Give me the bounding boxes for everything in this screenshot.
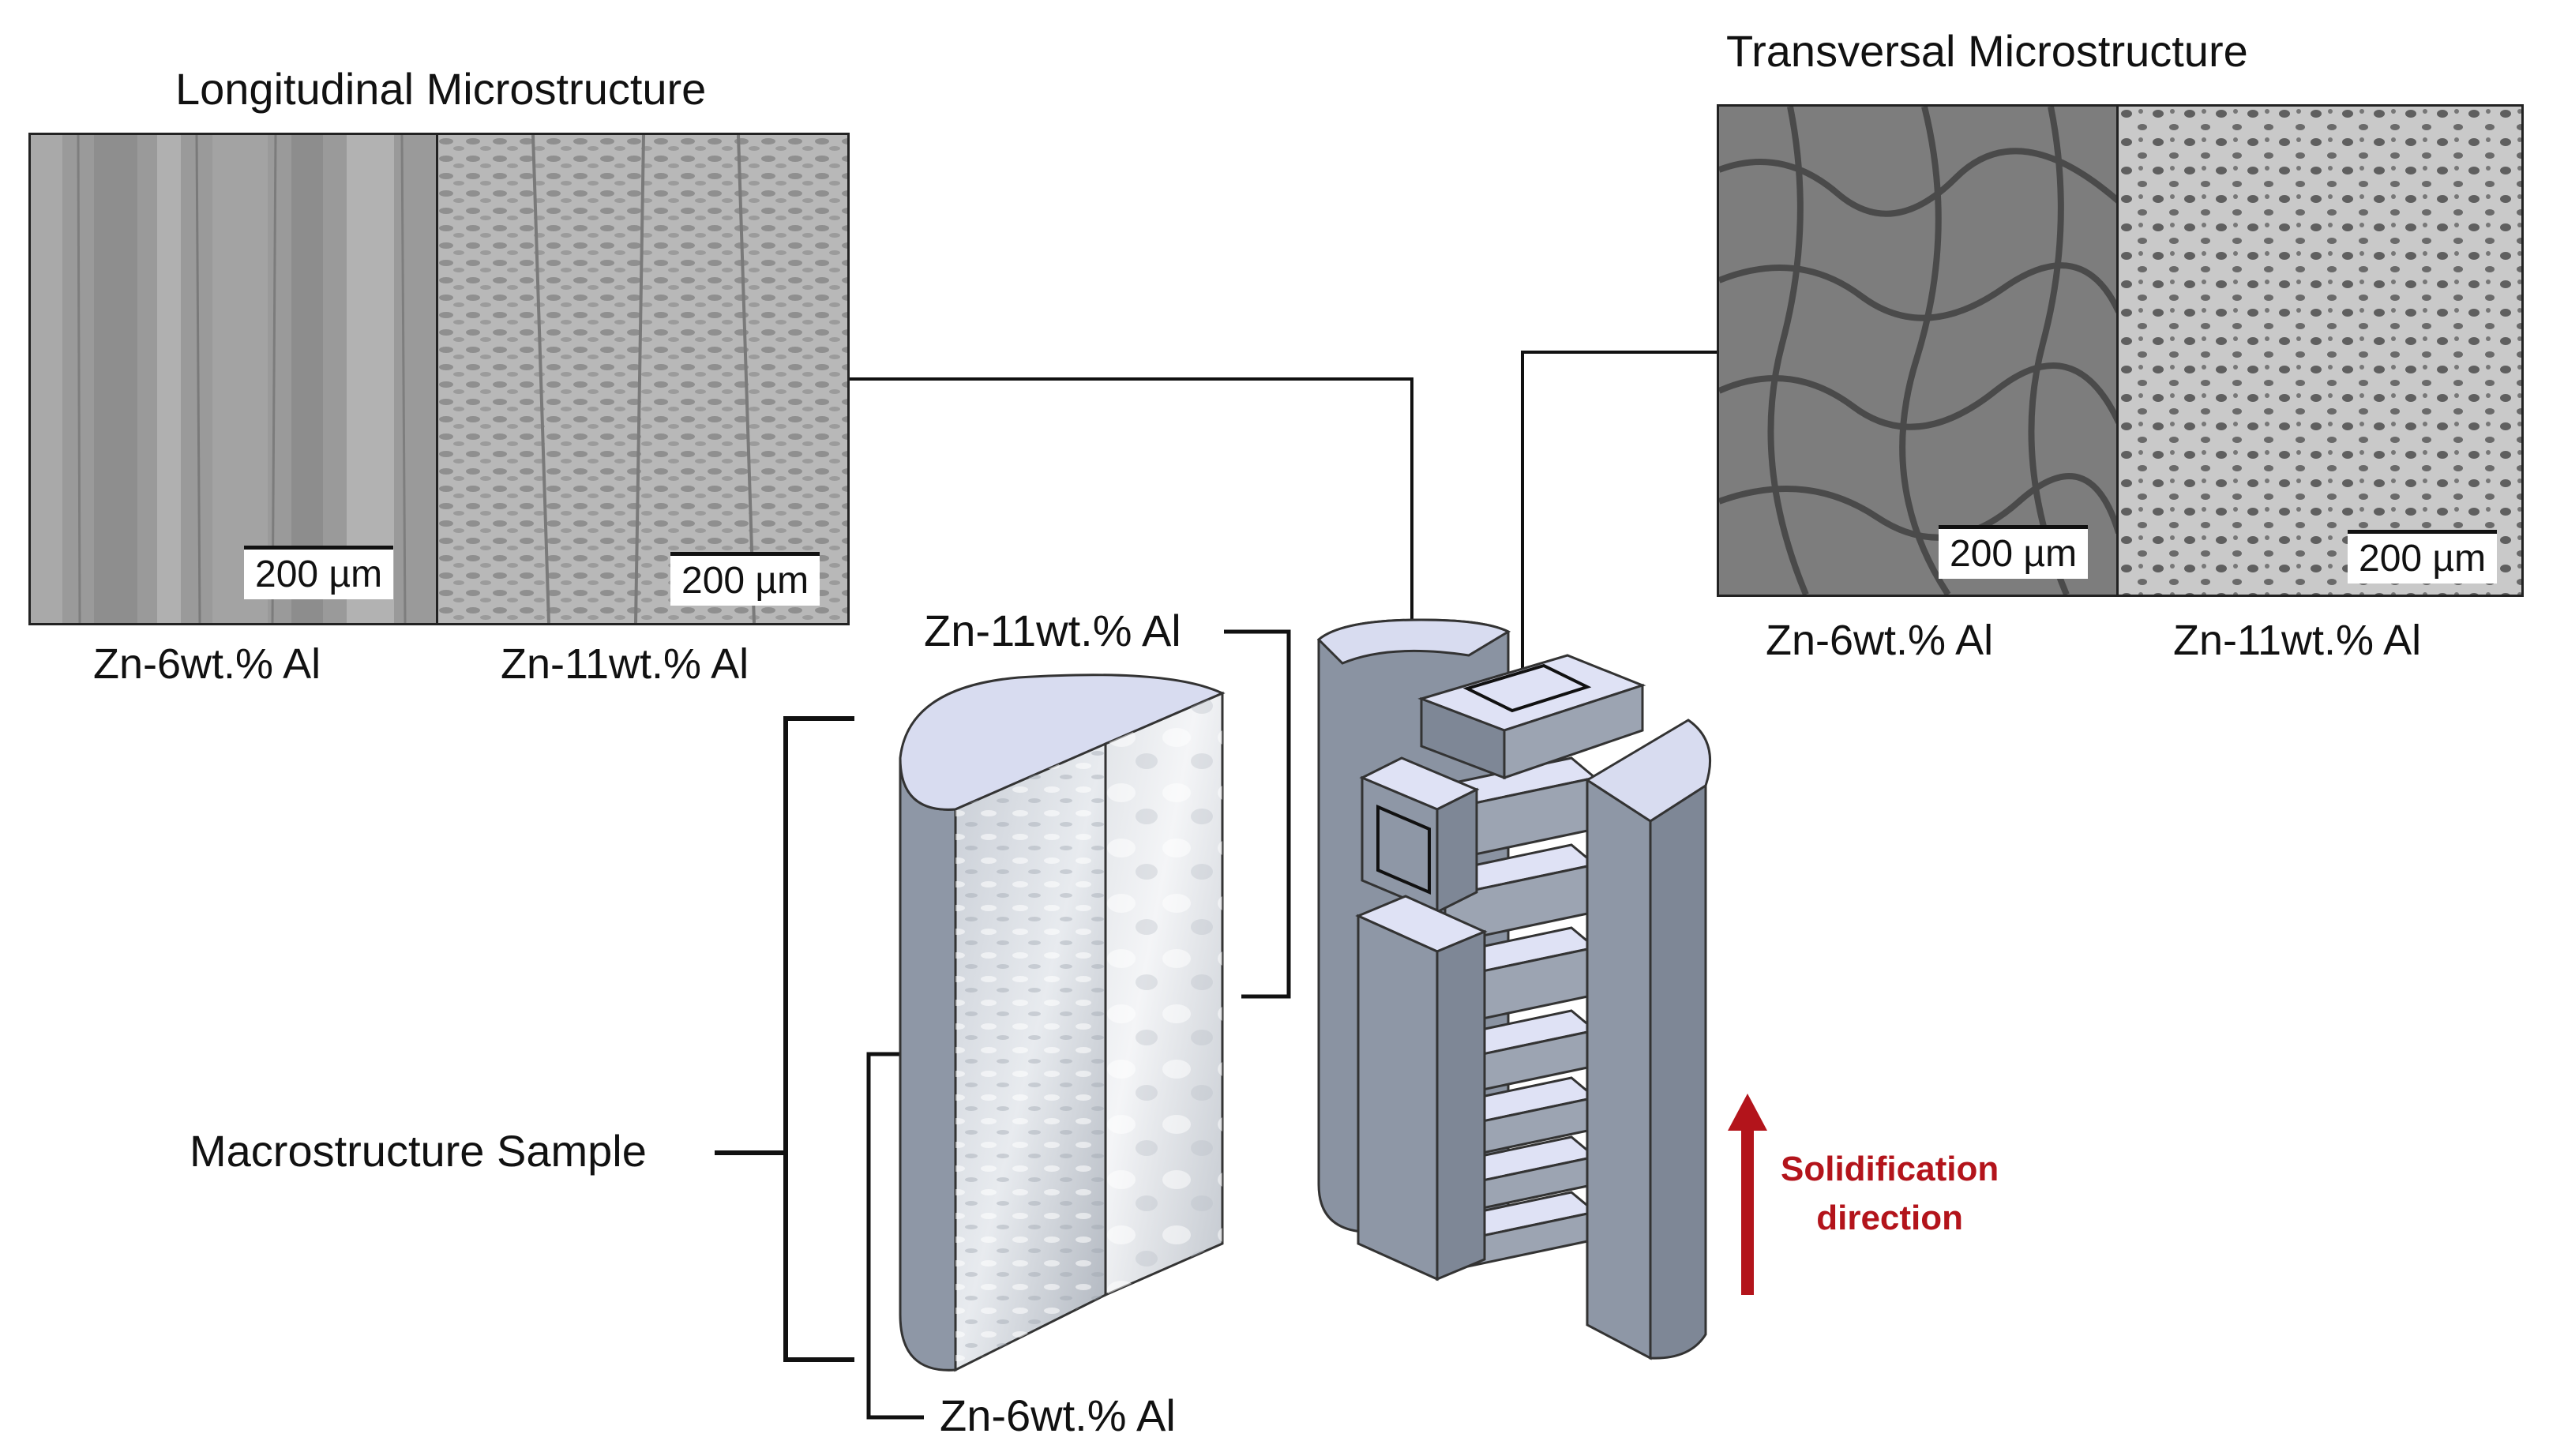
label-macrostructure-sample: Macrostructure Sample bbox=[190, 1126, 647, 1176]
caption-long-zn6: Zn-6wt.% Al bbox=[93, 640, 321, 688]
ingot-front-right-half bbox=[1585, 719, 1712, 1360]
macrostructure-sample bbox=[899, 674, 1226, 1372]
connector-transversal bbox=[1521, 351, 1717, 671]
sectioned-ingot bbox=[1316, 618, 1712, 1360]
solidification-line-2: direction bbox=[1816, 1198, 1964, 1237]
transversal-title: Transversal Microstructure bbox=[1726, 26, 2248, 76]
micrograph-long-zn6: 200 µm bbox=[28, 133, 441, 625]
ingot-long-slice bbox=[1359, 756, 1480, 914]
caption-long-zn11: Zn-11wt.% Al bbox=[501, 640, 749, 688]
sample-curved-side bbox=[899, 757, 957, 1372]
scale-bar-long-zn6: 200 µm bbox=[244, 546, 394, 599]
transversal-window bbox=[1462, 663, 1592, 713]
bracket-macrostructure bbox=[783, 716, 854, 1362]
solidification-line-1: Solidification bbox=[1781, 1150, 1999, 1188]
micrograph-long-zn11: 200 µm bbox=[436, 133, 850, 625]
caption-trans-zn11: Zn-11wt.% Al bbox=[2173, 617, 2422, 664]
scale-bar-trans-zn11: 200 µm bbox=[2348, 530, 2498, 584]
solidification-arrow bbox=[1728, 1094, 1767, 1295]
sample-top-face bbox=[899, 674, 1226, 811]
longitudinal-title: Longitudinal Microstructure bbox=[175, 64, 707, 114]
solidification-label: Solidification direction bbox=[1781, 1145, 1999, 1242]
label-sample-zn11: Zn-11wt.% Al bbox=[924, 606, 1181, 655]
ingot-top-slice bbox=[1417, 654, 1646, 780]
label-sample-zn6: Zn-6wt.% Al bbox=[940, 1390, 1176, 1440]
scale-bar-trans-zn6: 200 µm bbox=[1939, 525, 2089, 579]
micrograph-trans-zn11: 200 µm bbox=[2116, 104, 2524, 597]
ingot-front-left-block bbox=[1355, 895, 1488, 1282]
micrograph-trans-zn6: 200 µm bbox=[1717, 104, 2121, 597]
longitudinal-window bbox=[1376, 804, 1431, 895]
caption-trans-zn6: Zn-6wt.% Al bbox=[1766, 617, 1994, 664]
scale-bar-long-zn11: 200 µm bbox=[670, 552, 820, 606]
bracket-zn11 bbox=[1224, 629, 1291, 999]
